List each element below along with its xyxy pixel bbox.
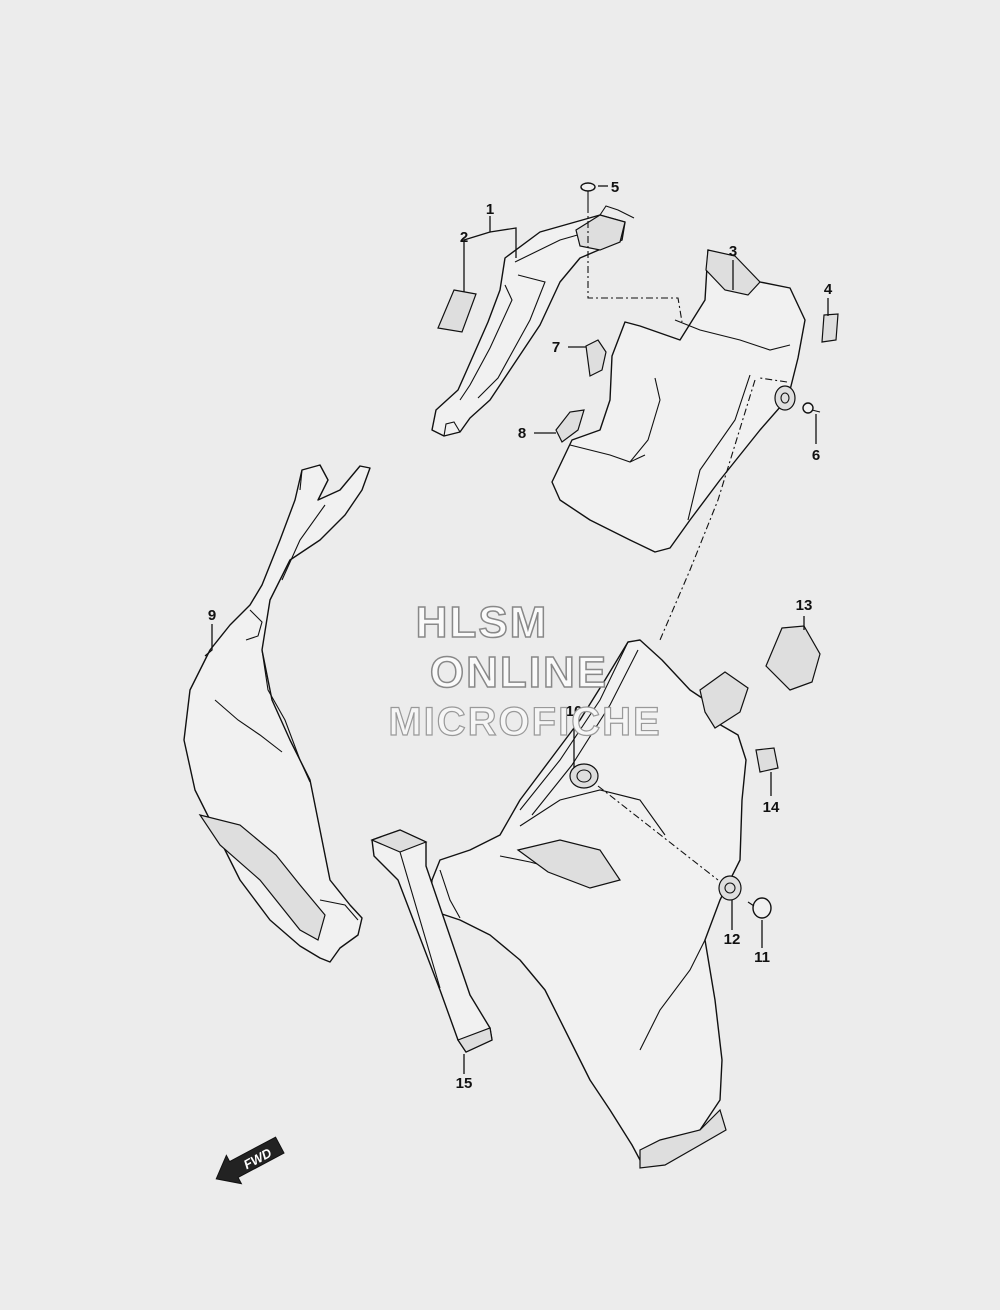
fwd-arrow-icon: FWD [215,1136,285,1185]
watermark-line-2: ONLINE [429,647,609,698]
callout-7: 7 [552,339,560,356]
part-14-block[interactable] [755,747,779,773]
callout-2: 2 [460,229,468,246]
callout-14: 14 [763,799,780,816]
callout-15: 15 [456,1075,473,1092]
callout-1: 1 [486,201,494,218]
part-3-upper-cover[interactable] [551,249,806,553]
assembly-lines [587,206,788,881]
part-2-pad[interactable] [437,289,477,333]
watermark-line-3: MICROFICHE [388,699,662,744]
callout-10: 10 [566,703,583,720]
callout-9: 9 [208,607,216,624]
part-15-seal-strip[interactable] [370,829,493,1053]
callout-12: 12 [724,931,741,948]
leader-lines [204,185,829,1074]
callout-4: 4 [824,281,833,298]
part-9-left-cover[interactable] [183,464,371,963]
part-12-grommet[interactable] [718,875,742,901]
callout-13: 13 [796,597,813,614]
part-8-clip[interactable] [555,409,585,443]
part-7-clip[interactable] [585,339,607,377]
callout-3: 3 [729,243,737,260]
watermark-line-1: HLSM [415,597,549,648]
callout-6: 6 [812,447,820,464]
callout-11: 11 [754,949,770,966]
callout-labels: 1 2 3 4 5 6 7 8 9 10 11 12 13 14 15 [208,179,833,1092]
part-4-pad[interactable] [821,313,839,343]
part-6-screw[interactable] [802,402,821,414]
callout-8: 8 [518,425,526,442]
part-10-front-cover[interactable] [429,639,749,1169]
callout-5: 5 [611,179,619,196]
part-11-screw[interactable] [747,897,772,919]
part-5-screw[interactable] [580,182,596,206]
